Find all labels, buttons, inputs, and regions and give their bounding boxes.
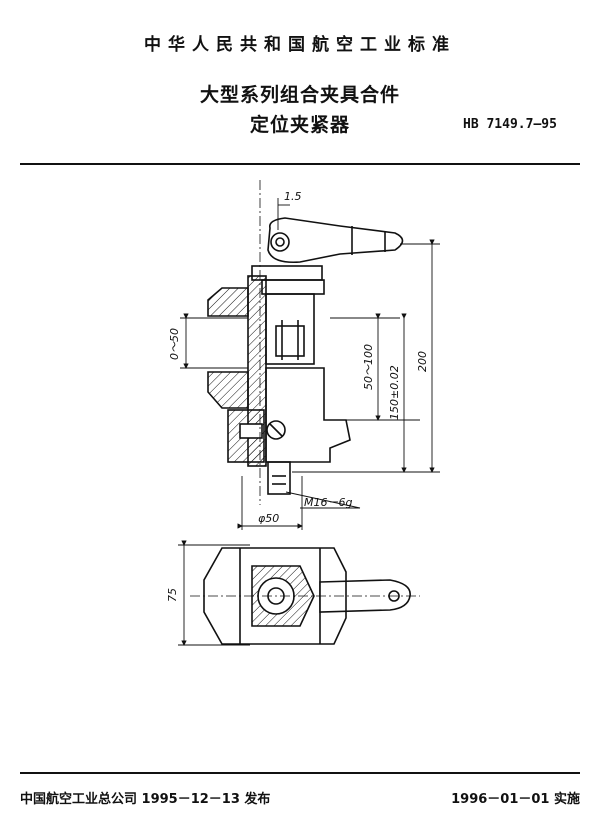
standard-number: HB 7149.7—95: [463, 117, 557, 132]
org-title: 中华人民共和国航空工业标准: [144, 35, 456, 55]
dim-phi50: φ50: [258, 512, 279, 525]
effective-date: 1996－01－01 实施: [451, 792, 580, 807]
dim-200: 200: [416, 351, 429, 372]
bottom-rule: [20, 772, 580, 774]
issue-info: 中国航空工业总公司 1995－12－13 发布: [20, 792, 271, 807]
dim-75: 75: [166, 588, 179, 602]
dimension-lines: [178, 198, 440, 646]
document-title-line2: 定位夹紧器: [249, 114, 350, 136]
dim-1-5: 1.5: [284, 190, 302, 203]
dim-0-50: 0～50: [168, 328, 181, 360]
dim-50-100: 50～100: [362, 344, 375, 390]
top-rule: [20, 163, 580, 165]
document-title-line1: 大型系列组合夹具合件: [199, 84, 400, 106]
dim-m16: M16－6g: [304, 496, 352, 509]
dim-150: 150±0.02: [388, 365, 401, 420]
technical-drawing: 1.5 0～50 50～100 150±0.02 200 M16－6g φ50 …: [166, 180, 440, 646]
front-view: [207, 217, 404, 495]
